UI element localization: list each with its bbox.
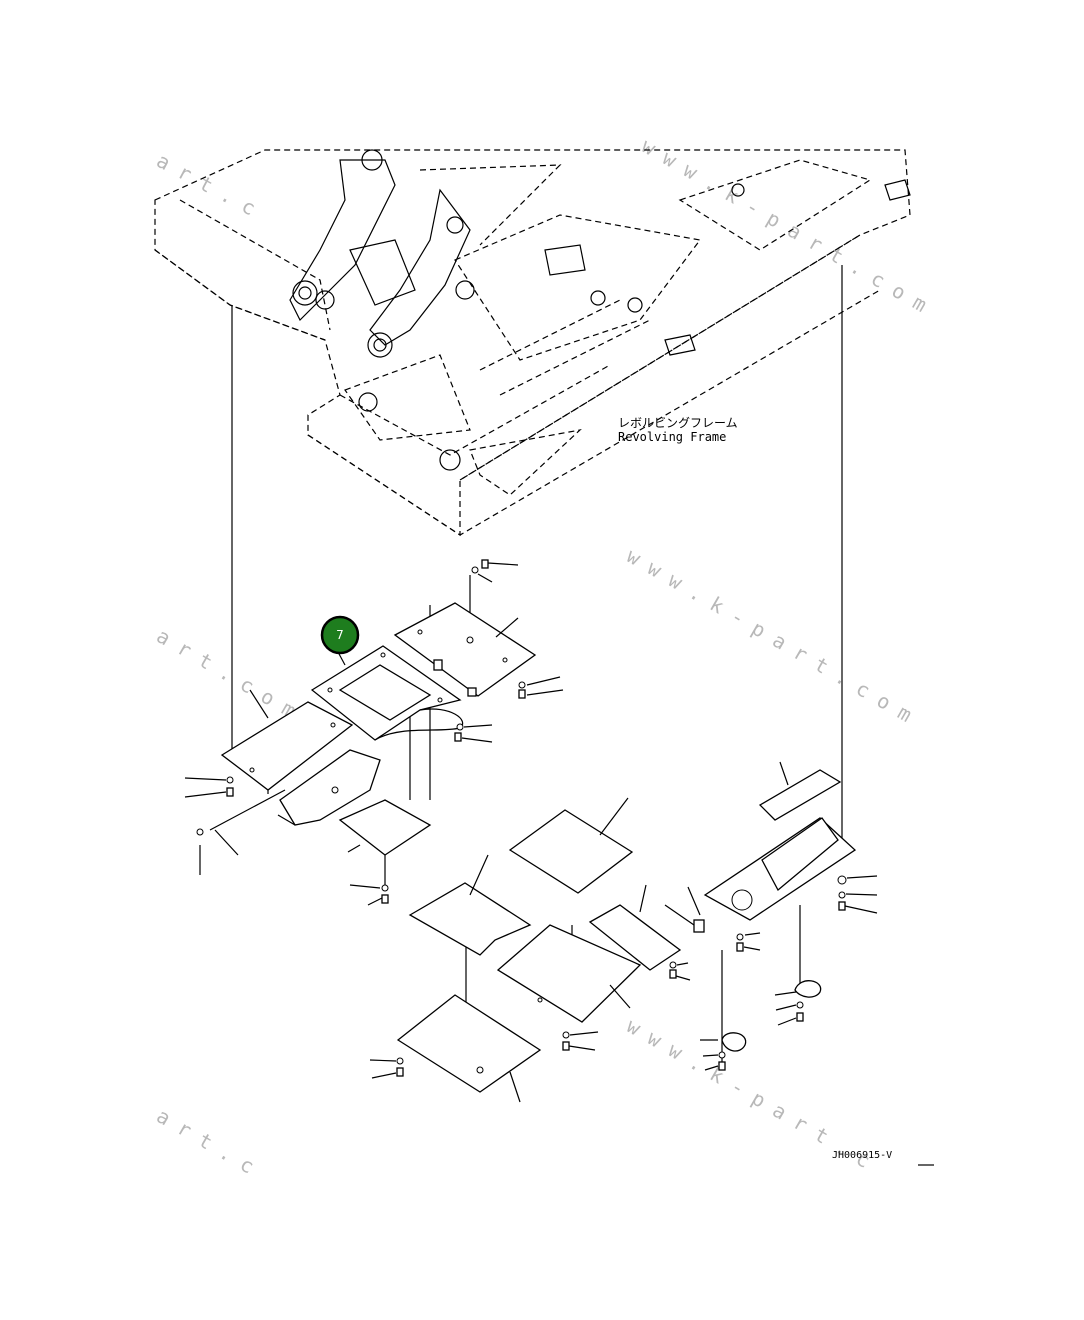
watermark-bottom-left: a r t . c bbox=[153, 1104, 259, 1179]
left-cover-plate bbox=[220, 689, 354, 794]
bolt-set-right bbox=[837, 875, 878, 914]
right-bracket-assembly bbox=[703, 761, 857, 1052]
callout-7-circle[interactable] bbox=[320, 615, 360, 655]
bolt-set-lower-mid bbox=[669, 961, 691, 981]
upper-right-plate bbox=[393, 602, 537, 697]
bolt-set-right-2 bbox=[664, 886, 761, 952]
bolt-set-left bbox=[184, 776, 234, 798]
center-lower-box bbox=[338, 799, 432, 856]
watermark-mid-right: w w w . k - p a r t . c o m bbox=[623, 544, 917, 727]
bolt-set-upper-right bbox=[518, 676, 564, 699]
revolving-frame bbox=[154, 149, 911, 537]
bolt-set-left-2 bbox=[196, 828, 239, 875]
frame-label-english: Revolving Frame bbox=[618, 430, 726, 444]
watermark-top-left: a r t . c bbox=[153, 148, 260, 220]
mid-strip-plate bbox=[277, 749, 381, 826]
drawing-code: JH006915-V bbox=[832, 1150, 892, 1161]
bolt-set-top bbox=[471, 559, 519, 583]
bolt-set-lower-left bbox=[369, 1057, 404, 1079]
frame-label-japanese: レボルビングフレーム bbox=[618, 416, 738, 430]
bolt-set-center bbox=[454, 723, 493, 743]
callout-7-number[interactable]: 7 bbox=[336, 628, 344, 642]
lower-plate-5 bbox=[396, 994, 542, 1103]
watermark-bottom-right: w w w . k - p a r t . c bbox=[623, 1014, 875, 1173]
watermarks: a r t . c w w w . k - p a r t . c o m a … bbox=[153, 134, 932, 1179]
callout-7[interactable]: 7 bbox=[320, 615, 360, 655]
lower-plate-2 bbox=[508, 797, 634, 894]
watermark-mid-left: a r t . c o m bbox=[153, 624, 301, 723]
fasteners bbox=[184, 559, 878, 1079]
lower-plate-1 bbox=[408, 854, 532, 956]
lower-plate-3 bbox=[496, 924, 642, 1023]
watermark-top-right: w w w . k - p a r t . c o m bbox=[638, 134, 932, 317]
bolt-set-center-lower bbox=[349, 884, 389, 906]
bolt-set-lower-center bbox=[562, 1031, 599, 1051]
lower-plate-4 bbox=[588, 884, 682, 971]
bolt-set-lower-right bbox=[700, 991, 804, 1071]
